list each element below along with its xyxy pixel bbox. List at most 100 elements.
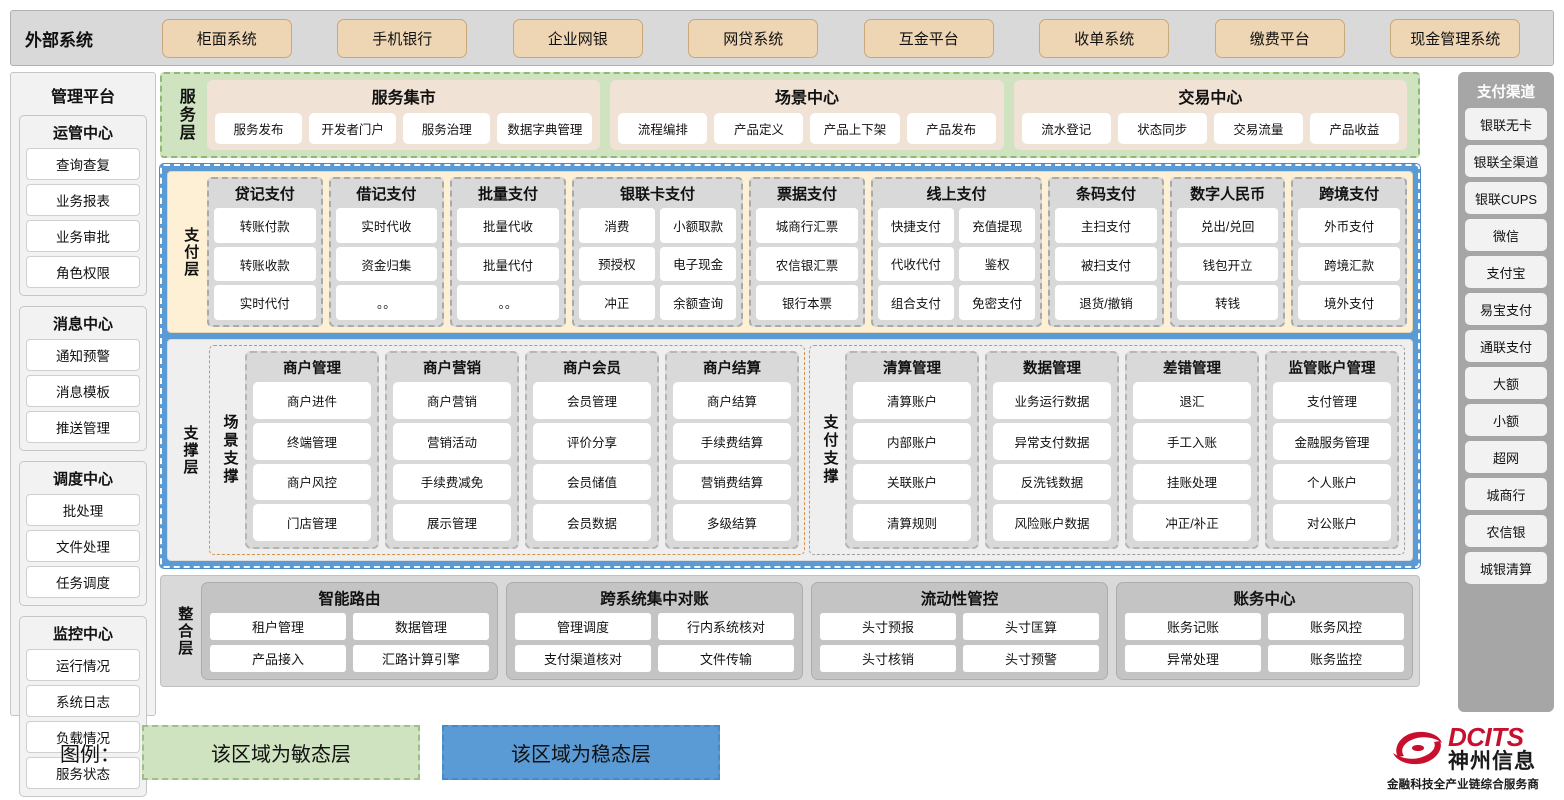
external-system-chip[interactable]: 现金管理系统 [1390, 18, 1521, 58]
service-item[interactable]: 数据字典管理 [497, 112, 593, 144]
payment-channel-item[interactable]: 银联无卡 [1465, 108, 1547, 140]
sidebar-item[interactable]: 文件处理 [26, 530, 140, 562]
external-system-chip[interactable]: 缴费平台 [1214, 18, 1345, 58]
payment-item[interactable]: 免密支付 [958, 285, 1036, 320]
payment-item[interactable]: 钱包开立 [1176, 246, 1279, 282]
payment-item[interactable]: 批量代收 [457, 208, 559, 243]
sidebar-item[interactable]: 推送管理 [26, 411, 140, 443]
payment-item[interactable]: 主扫支付 [1055, 208, 1157, 243]
service-item[interactable]: 流程编排 [618, 112, 708, 144]
payment-item[interactable]: 小额取款 [659, 208, 737, 243]
support-item[interactable]: 支付管理 [1273, 382, 1391, 419]
payment-channel-item[interactable]: 通联支付 [1465, 330, 1547, 362]
payment-item[interactable]: 。。 [335, 285, 438, 321]
support-item[interactable]: 商户风控 [253, 463, 371, 501]
support-item[interactable]: 会员储值 [533, 463, 651, 501]
service-item[interactable]: 流水登记 [1021, 112, 1111, 144]
support-item[interactable]: 挂账处理 [1133, 463, 1251, 501]
support-item[interactable]: 展示管理 [393, 504, 511, 541]
sidebar-item[interactable]: 运行情况 [26, 649, 140, 681]
support-item[interactable]: 内部账户 [853, 422, 971, 460]
payment-channel-item[interactable]: 农信银 [1465, 515, 1547, 547]
integration-item[interactable]: 管理调度 [515, 613, 651, 640]
sidebar-item[interactable]: 任务调度 [26, 566, 140, 598]
payment-item[interactable]: 外币支付 [1298, 208, 1400, 243]
support-item[interactable]: 对公账户 [1273, 504, 1391, 541]
service-item[interactable]: 产品发布 [906, 112, 996, 144]
integration-item[interactable]: 文件传输 [658, 645, 794, 672]
support-item[interactable]: 金融服务管理 [1273, 422, 1391, 460]
external-system-chip[interactable]: 互金平台 [863, 18, 994, 58]
payment-item[interactable]: 充值提现 [958, 208, 1036, 243]
sidebar-item[interactable]: 系统日志 [26, 685, 140, 717]
payment-channel-item[interactable]: 超网 [1465, 441, 1547, 473]
service-item[interactable]: 服务治理 [403, 112, 491, 144]
payment-channel-item[interactable]: 小额 [1465, 404, 1547, 436]
integration-item[interactable]: 支付渠道核对 [515, 645, 651, 672]
support-item[interactable]: 评价分享 [533, 422, 651, 460]
support-item[interactable]: 手工入账 [1133, 422, 1251, 460]
support-item[interactable]: 个人账户 [1273, 463, 1391, 501]
payment-item[interactable]: 鉴权 [958, 246, 1036, 282]
support-item[interactable]: 终端管理 [253, 422, 371, 460]
payment-item[interactable]: 冲正 [578, 285, 655, 320]
payment-item[interactable]: 退货/撤销 [1055, 285, 1157, 321]
payment-item[interactable]: 实时代付 [214, 285, 316, 321]
integration-item[interactable]: 头寸预报 [820, 613, 956, 640]
payment-channel-item[interactable]: 银联全渠道 [1465, 145, 1547, 177]
payment-item[interactable]: 代收代付 [877, 246, 954, 282]
external-system-chip[interactable]: 手机银行 [337, 18, 468, 58]
service-item[interactable]: 交易流量 [1213, 112, 1303, 144]
payment-item[interactable]: 转钱 [1176, 285, 1279, 321]
support-item[interactable]: 清算账户 [853, 382, 971, 419]
integration-item[interactable]: 行内系统核对 [658, 613, 794, 640]
payment-item[interactable]: 境外支付 [1298, 285, 1400, 321]
integration-item[interactable]: 账务记账 [1125, 613, 1261, 640]
payment-item[interactable]: 预授权 [578, 246, 655, 282]
payment-item[interactable]: 资金归集 [335, 246, 438, 282]
sidebar-item[interactable]: 业务审批 [26, 220, 140, 252]
external-system-chip[interactable]: 柜面系统 [161, 18, 292, 58]
payment-item[interactable]: 转账付款 [214, 208, 316, 243]
payment-item[interactable]: 余额查询 [659, 285, 737, 320]
support-item[interactable]: 手续费结算 [673, 422, 791, 460]
sidebar-item[interactable]: 业务报表 [26, 184, 140, 216]
support-item[interactable]: 反洗钱数据 [993, 463, 1111, 501]
support-item[interactable]: 冲正/补正 [1133, 504, 1251, 541]
payment-channel-item[interactable]: 大额 [1465, 367, 1547, 399]
service-item[interactable]: 产品上下架 [810, 112, 900, 144]
sidebar-item[interactable]: 角色权限 [26, 256, 140, 288]
payment-channel-item[interactable]: 支付宝 [1465, 256, 1547, 288]
integration-item[interactable]: 数据管理 [353, 613, 489, 640]
service-item[interactable]: 产品定义 [714, 112, 804, 144]
payment-item[interactable]: 实时代收 [335, 208, 438, 243]
payment-channel-item[interactable]: 银联CUPS [1465, 182, 1547, 214]
support-item[interactable]: 多级结算 [673, 504, 791, 541]
external-system-chip[interactable]: 企业网银 [512, 18, 643, 58]
payment-item[interactable]: 批量代付 [457, 246, 559, 282]
integration-item[interactable]: 产品接入 [210, 645, 346, 672]
support-item[interactable]: 门店管理 [253, 504, 371, 541]
payment-item[interactable]: 被扫支付 [1055, 246, 1157, 282]
service-item[interactable]: 产品收益 [1309, 112, 1399, 144]
support-item[interactable]: 会员数据 [533, 504, 651, 541]
support-item[interactable]: 营销活动 [393, 422, 511, 460]
payment-item[interactable]: 。。 [457, 285, 559, 321]
sidebar-item[interactable]: 负载情况 [26, 721, 140, 753]
support-item[interactable]: 风险账户数据 [993, 504, 1111, 541]
payment-item[interactable]: 电子现金 [659, 246, 737, 282]
external-system-chip[interactable]: 网贷系统 [688, 18, 819, 58]
integration-item[interactable]: 租户管理 [210, 613, 346, 640]
integration-item[interactable]: 头寸预警 [963, 645, 1099, 672]
external-system-chip[interactable]: 收单系统 [1039, 18, 1170, 58]
service-item[interactable]: 服务发布 [215, 112, 303, 144]
support-item[interactable]: 会员管理 [533, 382, 651, 419]
support-item[interactable]: 退汇 [1133, 382, 1251, 419]
payment-channel-item[interactable]: 易宝支付 [1465, 293, 1547, 325]
payment-item[interactable]: 组合支付 [877, 285, 954, 320]
support-item[interactable]: 手续费减免 [393, 463, 511, 501]
support-item[interactable]: 清算规则 [853, 504, 971, 541]
support-item[interactable]: 营销费结算 [673, 463, 791, 501]
integration-item[interactable]: 头寸匡算 [963, 613, 1099, 640]
payment-item[interactable]: 消费 [578, 208, 655, 243]
